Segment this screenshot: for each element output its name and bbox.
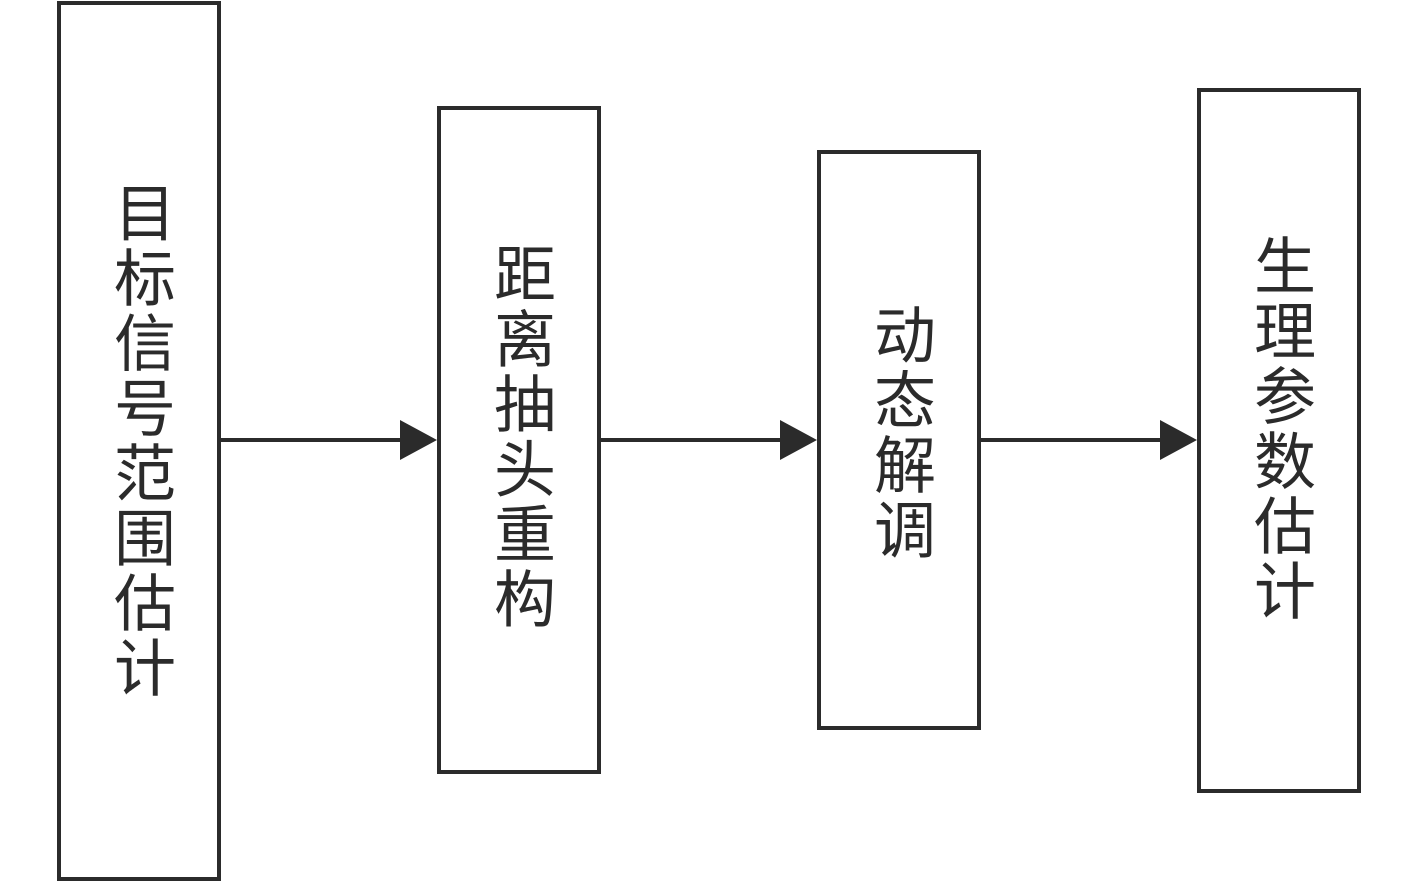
step-box-dynamic-demodulation: 动态解调 bbox=[817, 150, 981, 730]
step-label-dynamic-demodulation: 动态解调 bbox=[863, 303, 936, 563]
arrow-head bbox=[780, 420, 817, 460]
step-box-range-tap-reconstruction: 距离抽头重构 bbox=[437, 106, 601, 774]
step-label-physiological-parameter-estimation: 生理参数估计 bbox=[1243, 233, 1316, 624]
step-box-target-range-estimation: 目标信号范围估计 bbox=[57, 1, 221, 881]
step-label-target-range-estimation: 目标信号范围估计 bbox=[103, 181, 176, 701]
arrow-step2-to-step3 bbox=[601, 420, 817, 460]
step-label-range-tap-reconstruction: 距离抽头重构 bbox=[483, 242, 556, 632]
arrow-step3-to-step4 bbox=[981, 420, 1197, 460]
step-box-physiological-parameter-estimation: 生理参数估计 bbox=[1197, 88, 1361, 793]
arrow-step1-to-step2 bbox=[221, 420, 437, 460]
arrow-head bbox=[1160, 420, 1197, 460]
arrow-head bbox=[400, 420, 437, 460]
